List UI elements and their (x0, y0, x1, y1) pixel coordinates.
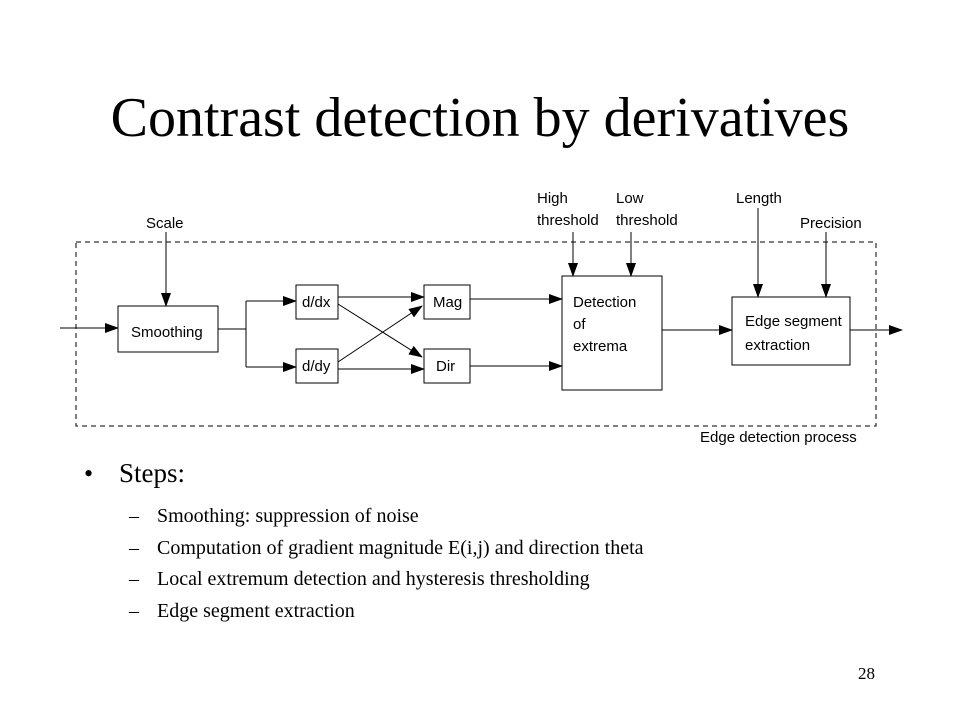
list-item: –Smoothing: suppression of noise (129, 505, 419, 527)
edge-segment-block (731, 296, 851, 366)
edge-segment-label-2: extraction (745, 337, 810, 354)
steps-list: • Steps: –Smoothing: suppression of nois… (84, 458, 644, 627)
scale-label: Scale (146, 215, 184, 232)
list-item: –Edge segment extraction (129, 599, 355, 622)
dir-label: Dir (436, 358, 455, 375)
smoothing-split-line (218, 301, 247, 367)
smoothing-block (117, 305, 219, 353)
ddx-label: d/dx (302, 294, 331, 311)
edge-segment-label-1: Edge segment (745, 313, 843, 330)
high-threshold-label-2: threshold (537, 212, 599, 229)
ddy-block (295, 348, 339, 384)
bullet-dot-icon: • (84, 459, 94, 488)
mag-label: Mag (433, 294, 462, 311)
process-frame (75, 241, 877, 427)
high-threshold-label-1: High (537, 190, 568, 207)
precision-label: Precision (800, 215, 862, 232)
ddx-block (295, 284, 339, 320)
steps-heading: Steps: (119, 458, 186, 488)
process-label: Edge detection process (700, 429, 857, 446)
steps-sublist: –Smoothing: suppression of noise –Comput… (84, 501, 644, 627)
list-item: –Local extremum detection and hysteresis… (129, 568, 590, 590)
detection-label-2: of (573, 316, 586, 333)
detection-block (561, 275, 663, 391)
mag-block (423, 284, 471, 320)
detection-label-1: Detection (573, 294, 636, 311)
ddy-label: d/dy (302, 358, 331, 375)
slide-title: Contrast detection by derivatives (110, 87, 850, 149)
smoothing-label: Smoothing (131, 324, 203, 341)
low-threshold-label-1: Low (616, 190, 644, 207)
low-threshold-label-2: threshold (616, 212, 678, 229)
ddy-mag-arrow (337, 305, 423, 363)
page-number: 28 (858, 664, 875, 683)
ddx-dir-arrow (337, 303, 423, 358)
steps-bullet: • Steps: (84, 458, 644, 489)
detection-label-3: extrema (573, 338, 628, 355)
list-item: –Computation of gradient magnitude E(i,j… (129, 536, 644, 559)
length-label: Length (736, 190, 782, 207)
